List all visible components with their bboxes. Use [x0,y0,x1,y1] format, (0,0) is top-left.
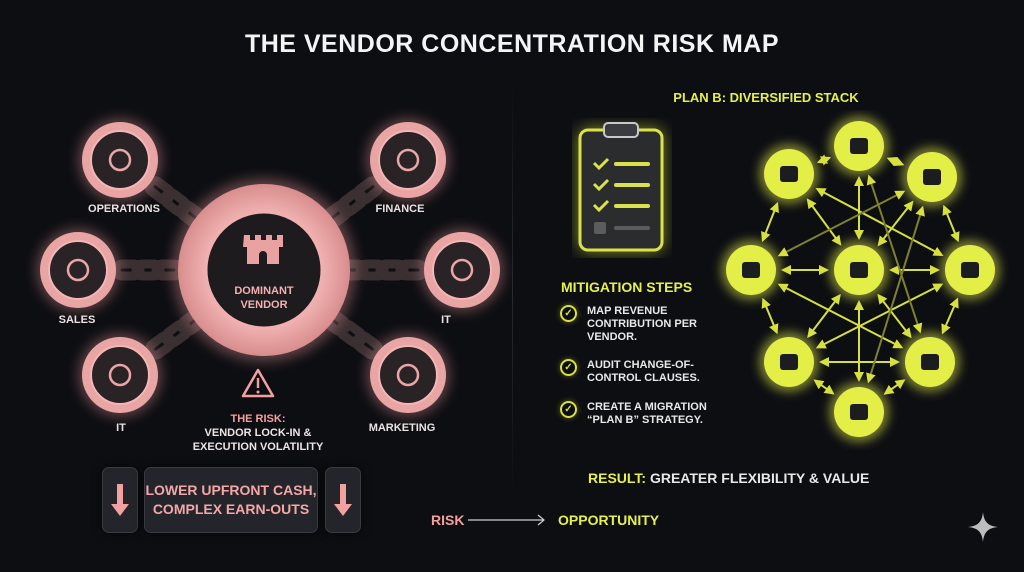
hand-dollar-icon [396,148,420,172]
down-arrow-icon [111,484,129,516]
server-stack-icon [850,138,868,154]
gear-clock-icon [108,148,132,172]
diversified-stack-network [721,116,1000,442]
connection-arrow [816,154,832,166]
mitigation-step-2: ✓ AUDIT CHANGE-OF-CONTROL CLAUSES. [560,359,700,385]
monitor-gear-icon [108,363,132,387]
down-arrow-icon [334,484,352,516]
dept-node-marketing [366,333,450,417]
flow-from-label: RISK [431,512,465,528]
risk-description: THE RISK: VENDOR LOCK-IN & EXECUTION VOL… [192,413,324,453]
dept-label-marketing: MARKETING [368,422,436,434]
connection-arrow [761,297,779,335]
sparkle-icon [968,512,998,542]
dept-label-finance: FINANCE [375,203,425,215]
stack-node [759,144,819,204]
cube-icon [961,262,979,278]
stack-node [902,147,962,207]
stack-node [900,332,960,392]
stack-node [940,240,1000,300]
result-statement: RESULT: GREATER FLEXIBILITY & VALUE [588,470,870,486]
impact-box: LOWER UPFRONT CASH,COMPLEX EARN-OUTS [144,467,318,533]
connection-arrow [813,379,835,395]
clipboard-checklist-icon [578,122,664,252]
down-arrow-box-left [102,467,138,533]
check-circle-icon: ✓ [560,359,577,376]
connection-arrow [886,156,905,167]
connection-arrow [761,201,779,243]
team-presentation-icon [450,258,474,282]
castle-icon [243,235,283,264]
dept-node-operations [78,118,162,202]
dept-node-sales [36,228,120,312]
dept-node-it-left [78,333,162,417]
connection-arrow [883,379,906,395]
dept-node-finance [366,118,450,202]
network-icon [742,262,760,278]
mitigation-steps-title: MITIGATION STEPS [561,279,693,295]
vendor-lockin-diagram [36,118,504,417]
connection-arrow [866,205,925,384]
stack-node [829,382,889,442]
stack-node [829,240,889,300]
growth-chart-icon [66,258,90,282]
flow-to-label: OPPORTUNITY [558,512,660,528]
warning-icon [241,368,275,398]
dept-label-it-left: IT [116,422,126,434]
megaphone-icon [396,363,420,387]
gear-icon [921,354,939,370]
mitigation-step-3: ✓ CREATE A MIGRATION“PLAN B” STRATEGY. [560,401,707,427]
plan-b-heading: PLAN B: DIVERSIFIED STACK [673,90,859,105]
connection-arrow [942,204,960,243]
dept-label-sales: SALES [58,314,96,326]
check-circle-icon: ✓ [560,305,577,322]
divider [512,80,513,500]
dept-label-operations: OPERATIONS [88,203,160,215]
dept-node-it-right [420,228,504,312]
cloud-icon [780,166,798,182]
down-arrow-box-right [325,467,361,533]
server-rack-icon [923,169,941,185]
cloud-upload-icon [850,262,868,278]
server-network-icon [780,354,798,370]
stack-node [721,240,781,300]
code-window-icon [850,404,868,420]
stack-node [759,332,819,392]
connection-arrow [941,297,959,335]
dept-label-it-right: IT [441,314,451,326]
page-title: THE VENDOR CONCENTRATION RISK MAP [244,30,780,58]
arrow-right-icon [468,514,545,526]
stack-node [829,116,889,176]
check-circle-icon: ✓ [560,401,577,418]
